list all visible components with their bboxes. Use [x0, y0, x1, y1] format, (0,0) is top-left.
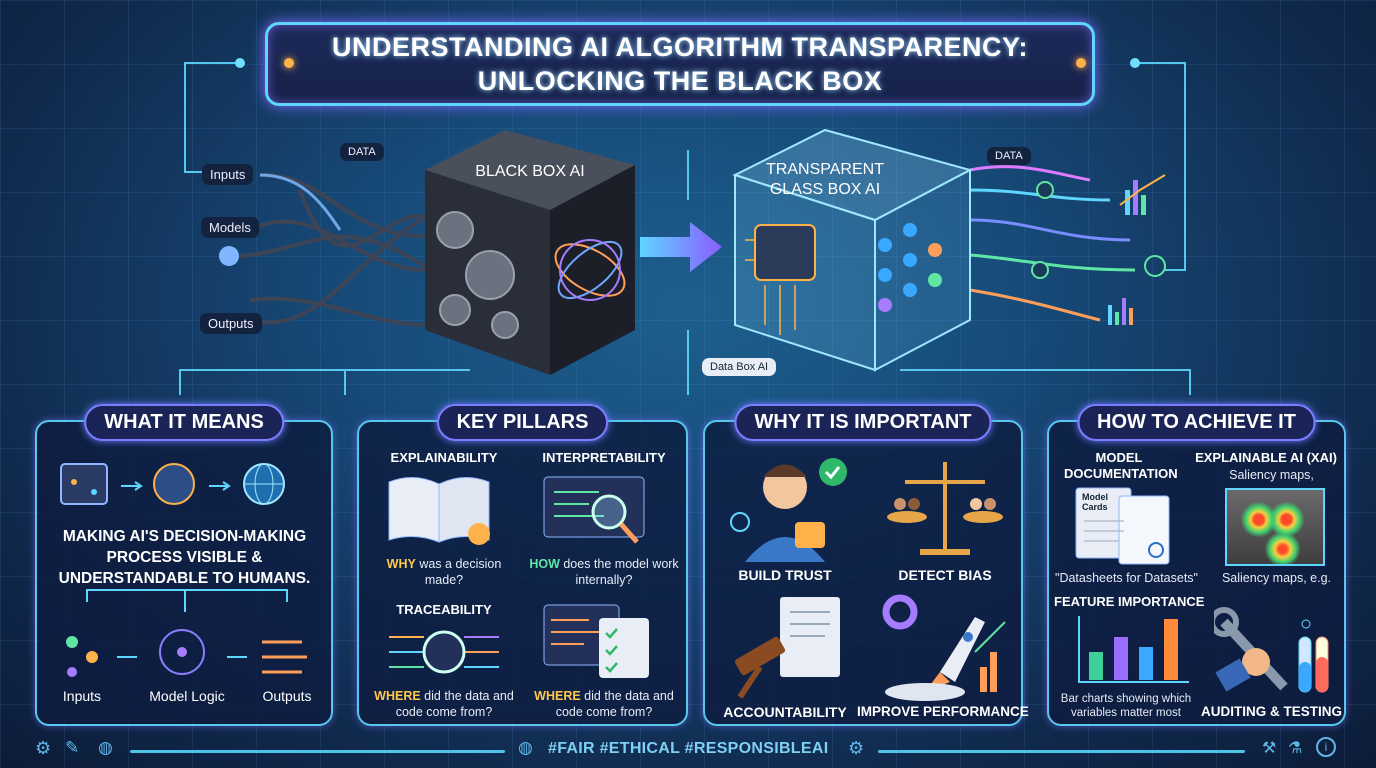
- flask-icon: ⚗: [1288, 740, 1303, 757]
- pillar-traceability: TRACEABILITY: [396, 602, 492, 617]
- concept-icons: [60, 463, 285, 505]
- black-box-cube: [425, 130, 635, 375]
- caption-key: WHERE: [374, 689, 421, 703]
- rocket-growth-icon: [882, 594, 1006, 701]
- xai-title: EXPLAINABLE AI (XAI): [1195, 450, 1337, 465]
- xai-subtitle: Saliency maps,: [1229, 468, 1314, 482]
- black-box-label: BLACK BOX AI: [475, 163, 585, 180]
- globe-icon: ◍: [518, 738, 533, 757]
- info-icon[interactable]: i: [1316, 737, 1336, 757]
- data-label-right: DATA: [987, 147, 1031, 165]
- title-dot-left: [284, 58, 294, 68]
- flow-label-inputs: Inputs: [62, 688, 102, 704]
- footer-line-right: [878, 750, 1245, 753]
- wrench-test-tubes-icon: [1214, 607, 1329, 693]
- footer-bar: ⚙ ✎ ◍ ◍ #FAIR #ETHICAL #RESPONSIBLEAI ⚙ …: [0, 737, 1376, 762]
- caption-rest: does the model work internally?: [559, 557, 679, 587]
- pillar-caption-how: HOW does the model work internally?: [529, 556, 679, 588]
- title-line-1: UNDERSTANDING AI ALGORITHM TRANSPARENCY:: [332, 32, 1028, 62]
- robot-arm-icon: ⚒: [1262, 740, 1277, 757]
- feature-importance-caption: Bar charts showing which variables matte…: [1060, 693, 1192, 719]
- panel-title: KEY PILLARS: [436, 404, 609, 441]
- feature-bar: [1164, 619, 1178, 680]
- balance-scale-icon: [887, 462, 1003, 555]
- doc-caption: "Datasheets for Datasets": [1055, 571, 1198, 585]
- auditing-testing-label: AUDITING & TESTING: [1201, 704, 1342, 719]
- open-book-icon: [388, 477, 490, 545]
- glass-box-label: TRANSPARENT GLASS BOX AI: [766, 161, 884, 198]
- what-it-means-text: MAKING AI'S DECISION-MAKING PROCESS VISI…: [58, 528, 311, 587]
- xai-caption: Saliency maps, e.g.: [1221, 571, 1332, 585]
- why-accountability: ACCOUNTABILITY: [723, 704, 847, 720]
- feature-importance-chart: [1078, 616, 1189, 683]
- data-box-label: Data Box AI: [702, 358, 777, 376]
- caption-key: WHERE: [534, 689, 581, 703]
- panel-how-to-achieve: HOW TO ACHIEVE IT MODEL DOCUMENTATION EX…: [1047, 404, 1346, 726]
- footer-line-left: [130, 750, 505, 753]
- title-banner: UNDERSTANDING AI ALGORITHM TRANSPARENCY:…: [265, 22, 1095, 106]
- trace-network-icon: [389, 630, 499, 674]
- pillar-caption-where-2: WHERE did the data and code come from?: [529, 688, 679, 720]
- caption-rest: was a decision made?: [415, 557, 502, 587]
- outputs-label: Outputs: [200, 313, 262, 334]
- data-label-left: DATA: [340, 143, 384, 161]
- model-documentation-title: MODEL DOCUMENTATION: [1064, 450, 1178, 481]
- why-detect-bias: DETECT BIAS: [898, 567, 992, 583]
- feature-bar: [1139, 647, 1153, 680]
- panel-title: WHY IT IS IMPORTANT: [734, 404, 992, 441]
- inputs-label: Inputs: [202, 164, 254, 185]
- why-build-trust: BUILD TRUST: [738, 567, 832, 583]
- gear-icon: ⚙: [35, 738, 52, 758]
- pillar-caption-why: WHY was a decision made?: [374, 556, 514, 588]
- globe-icon: ◍: [98, 738, 113, 757]
- flow-label-outputs: Outputs: [262, 688, 312, 704]
- pillar-explainability: EXPLAINABILITY: [390, 450, 498, 465]
- gavel-document-icon: [734, 597, 840, 699]
- pillar-caption-where-1: WHERE did the data and code come from?: [374, 688, 514, 720]
- trust-person-lock-icon: [730, 458, 847, 562]
- checklist-icon: [543, 604, 649, 678]
- glass-box-cube: [732, 128, 973, 372]
- why-improve-performance: IMPROVE PERFORMANCE: [857, 704, 1029, 719]
- feature-bar: [1089, 652, 1103, 680]
- title-line-2: UNLOCKING THE BLACK BOX: [477, 66, 883, 96]
- pillar-interpretability: INTERPRETABILITY: [542, 450, 666, 465]
- caption-rest: did the data and code come from?: [555, 689, 674, 719]
- flow-diagram-icons: [66, 589, 307, 677]
- models-label: Models: [201, 217, 259, 238]
- flow-label-model-logic: Model Logic: [149, 688, 225, 704]
- caption-key: WHY: [386, 557, 416, 571]
- panel-key-pillars: KEY PILLARS EXPLAINABILITY INTERPRETABIL…: [357, 404, 688, 726]
- hashtags: #FAIR #ETHICAL #RESPONSIBLEAI: [548, 740, 829, 757]
- feature-bar: [1114, 637, 1128, 680]
- title-dot-right: [1076, 58, 1086, 68]
- feature-importance-title: FEATURE IMPORTANCE: [1054, 594, 1205, 609]
- panel-what-it-means: WHAT IT MEANS MAKING AI'S DECISION-MAKIN…: [35, 404, 333, 726]
- caption-key: HOW: [529, 557, 560, 571]
- panel-title: WHAT IT MEANS: [84, 404, 284, 441]
- panel-title: HOW TO ACHIEVE IT: [1077, 404, 1316, 441]
- panel-why-important: WHY IT IS IMPORTANT BUILD TRUST DETECT B…: [703, 404, 1029, 726]
- edit-icon: ✎: [65, 738, 80, 757]
- saliency-map-image: [1225, 488, 1325, 566]
- code-magnifier-icon: [543, 476, 645, 544]
- model-cards-document-icon: [1075, 487, 1170, 565]
- brain-gear-icon: ⚙: [848, 738, 865, 758]
- caption-rest: did the data and code come from?: [395, 689, 514, 719]
- model-cards-label: Model Cards: [1082, 492, 1108, 512]
- transform-arrow-icon: [640, 222, 722, 272]
